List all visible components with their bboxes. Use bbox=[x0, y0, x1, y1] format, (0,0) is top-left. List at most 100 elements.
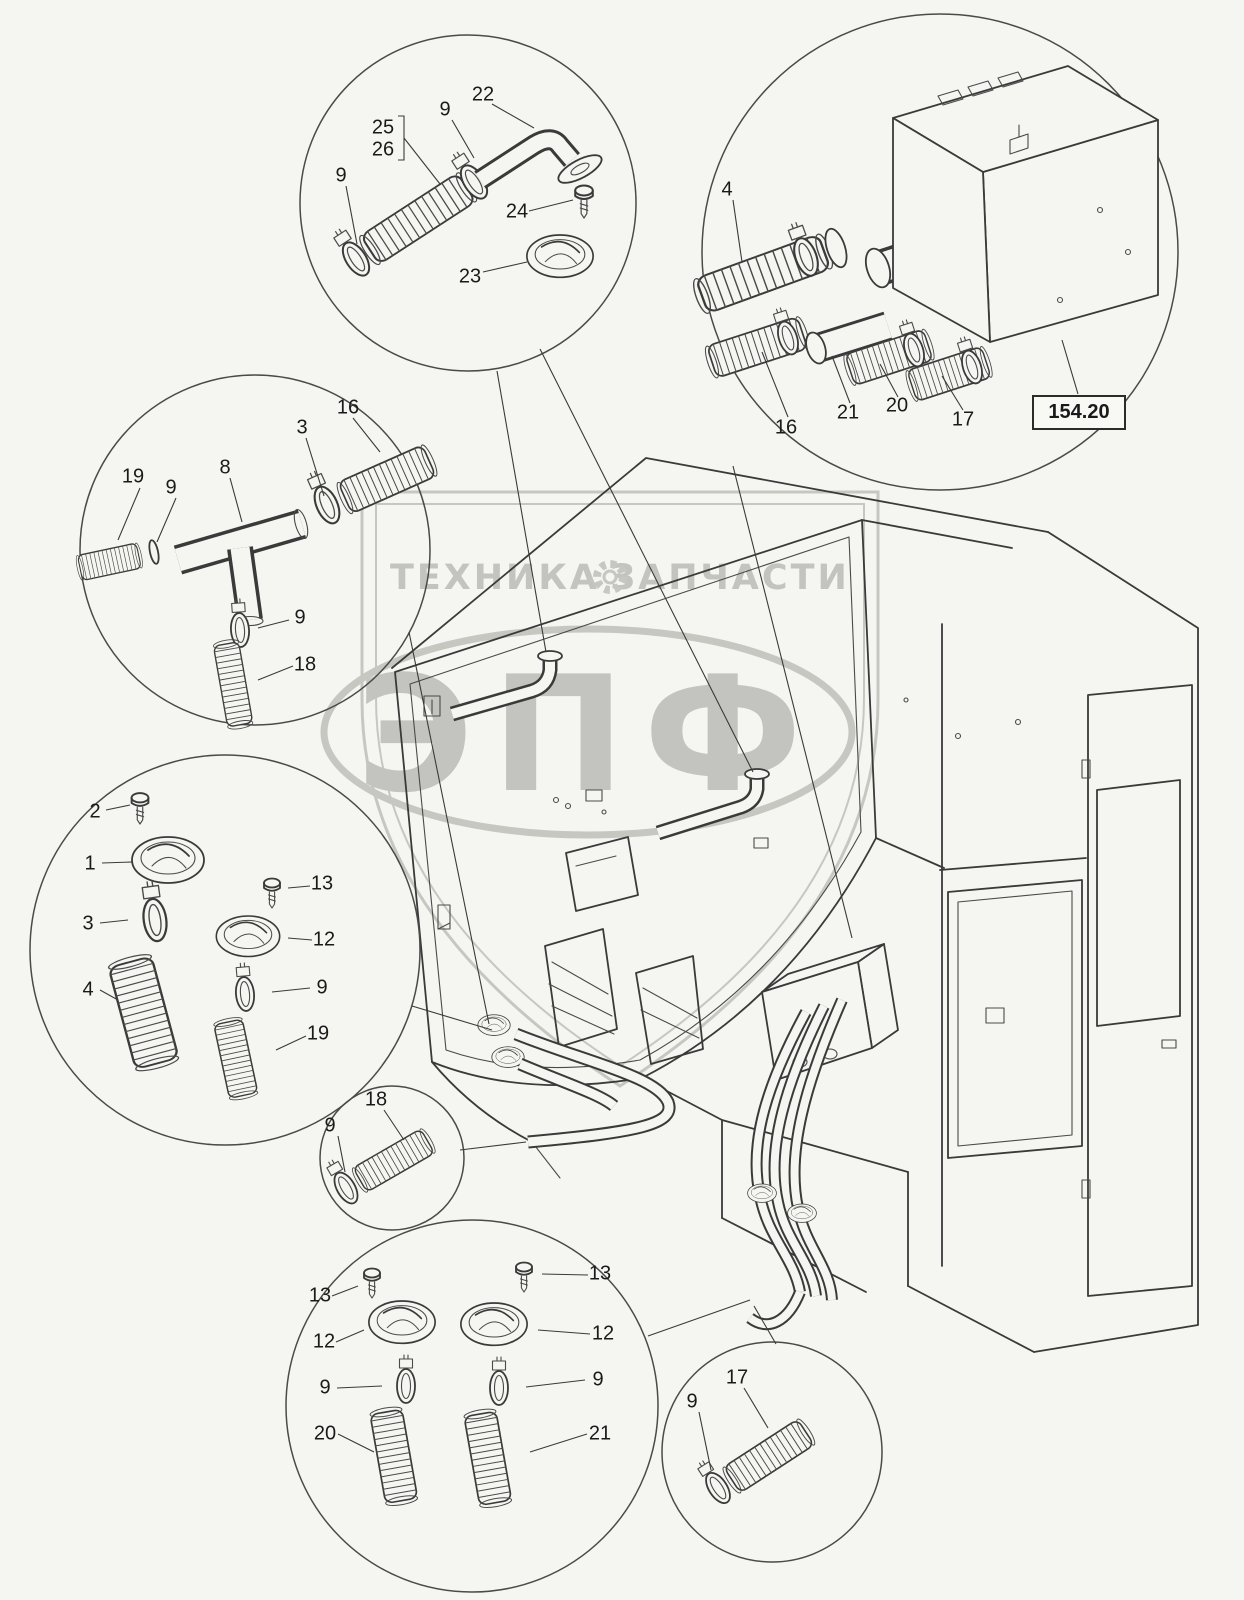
part-label: 12 bbox=[312, 1330, 336, 1353]
air-vent bbox=[460, 1302, 528, 1347]
tpipe-detail bbox=[74, 442, 441, 732]
watermark-oval bbox=[320, 625, 856, 839]
part-label: 20 bbox=[313, 1422, 337, 1445]
door-window bbox=[1096, 779, 1181, 1027]
corrugated-hose bbox=[368, 1404, 420, 1509]
callout-circle-tpipe bbox=[79, 374, 431, 726]
callout-circle-heater bbox=[701, 13, 1179, 491]
heater-box-detail bbox=[689, 65, 1159, 404]
air-vent bbox=[526, 234, 594, 279]
screw bbox=[130, 792, 150, 825]
part-label: 21 bbox=[588, 1422, 612, 1445]
part-label: 9 bbox=[686, 1390, 698, 1413]
part-label: 17 bbox=[725, 1366, 749, 1389]
part-label: 12 bbox=[312, 928, 336, 951]
part-label: 13 bbox=[308, 1284, 332, 1307]
part-label: 18 bbox=[364, 1088, 388, 1111]
callout-circle-hose17 bbox=[661, 1341, 883, 1563]
air-vent bbox=[491, 1046, 525, 1068]
corrugated-hose bbox=[719, 1416, 819, 1496]
part-label: 2 bbox=[89, 800, 101, 823]
part-label: 19 bbox=[306, 1022, 330, 1045]
hose18-detail bbox=[321, 1126, 439, 1209]
part-label: 22 bbox=[471, 83, 495, 106]
part-label: 25 bbox=[371, 116, 395, 139]
callout-circles bbox=[29, 13, 1179, 1593]
screw bbox=[574, 184, 594, 219]
hose-clamp bbox=[396, 1354, 416, 1404]
part-label: 19 bbox=[121, 465, 145, 488]
screw bbox=[515, 1261, 533, 1293]
corrugated-hose bbox=[355, 169, 482, 269]
part-label: 9 bbox=[316, 976, 328, 999]
hose-clamp bbox=[321, 1155, 364, 1209]
part-label: 9 bbox=[439, 98, 451, 121]
hose-clamp bbox=[232, 961, 257, 1013]
air-vent bbox=[477, 1014, 511, 1036]
part-label: 9 bbox=[335, 164, 347, 187]
part-label: 13 bbox=[588, 1262, 612, 1285]
vent-kit-left-detail bbox=[106, 792, 281, 1103]
hose17-detail bbox=[692, 1416, 819, 1509]
part-label: 13 bbox=[310, 872, 334, 895]
callout-circle-hose18 bbox=[319, 1085, 465, 1231]
hose-clamp bbox=[302, 467, 346, 529]
ref-number-box: 154.20 bbox=[1032, 395, 1126, 430]
corrugated-hose bbox=[462, 1406, 514, 1511]
leader-lines bbox=[99, 103, 1079, 1471]
cab-door bbox=[1087, 684, 1193, 1297]
callout-circle-vents-left bbox=[29, 754, 421, 1146]
hose-clamp bbox=[137, 878, 171, 944]
air-vent bbox=[747, 1183, 777, 1203]
part-label: 26 bbox=[371, 138, 395, 161]
air-vent bbox=[215, 915, 281, 958]
screw bbox=[363, 1267, 381, 1299]
vent-kit-bottom-detail bbox=[363, 1261, 533, 1511]
gear-icon bbox=[593, 560, 627, 594]
part-label: 3 bbox=[82, 912, 94, 935]
callout-circle-elbow bbox=[299, 34, 637, 372]
part-label: 9 bbox=[294, 606, 306, 629]
seal-ring bbox=[148, 539, 160, 565]
part-label: 21 bbox=[836, 401, 860, 424]
part-label: 20 bbox=[885, 394, 909, 417]
watermark-shield bbox=[360, 490, 880, 1088]
hose-clamp bbox=[489, 1356, 509, 1406]
corrugated-hose bbox=[106, 950, 181, 1075]
part-label: 8 bbox=[219, 456, 231, 479]
part-label: 16 bbox=[774, 416, 798, 439]
part-label: 23 bbox=[458, 265, 482, 288]
air-vent bbox=[131, 836, 205, 884]
label-bracket bbox=[398, 115, 405, 161]
corrugated-hose bbox=[349, 1126, 439, 1195]
air-vent bbox=[368, 1300, 436, 1345]
watermark-right-text: ЗАПЧАСТИ bbox=[610, 558, 849, 598]
corrugated-hose bbox=[212, 637, 255, 732]
part-label: 9 bbox=[324, 1114, 336, 1137]
elbow-assembly-detail bbox=[328, 115, 603, 282]
heater-distribution-box bbox=[892, 65, 1159, 343]
part-label: 9 bbox=[319, 1376, 331, 1399]
part-label: 1 bbox=[84, 852, 96, 875]
part-label: 9 bbox=[165, 476, 177, 499]
part-label: 18 bbox=[293, 653, 317, 676]
callout-circle-vents-bottom bbox=[285, 1219, 659, 1593]
part-label: 12 bbox=[591, 1322, 615, 1345]
screw bbox=[263, 877, 281, 909]
part-label: 16 bbox=[336, 396, 360, 419]
part-label: 4 bbox=[721, 178, 733, 201]
corrugated-hose bbox=[212, 1014, 260, 1103]
part-label: 4 bbox=[82, 978, 94, 1001]
part-label: 24 bbox=[505, 200, 529, 223]
roof-elbow-right bbox=[655, 768, 770, 841]
roof-elbow-left bbox=[423, 650, 563, 722]
part-label: 9 bbox=[592, 1368, 604, 1391]
windshield bbox=[394, 519, 877, 1087]
corrugated-hose bbox=[74, 541, 145, 582]
elbow-flange bbox=[557, 154, 603, 184]
watermark-left-text: ТЕХНИКА bbox=[390, 558, 600, 598]
air-vent bbox=[787, 1203, 817, 1223]
cab-drawing bbox=[391, 457, 1199, 1353]
